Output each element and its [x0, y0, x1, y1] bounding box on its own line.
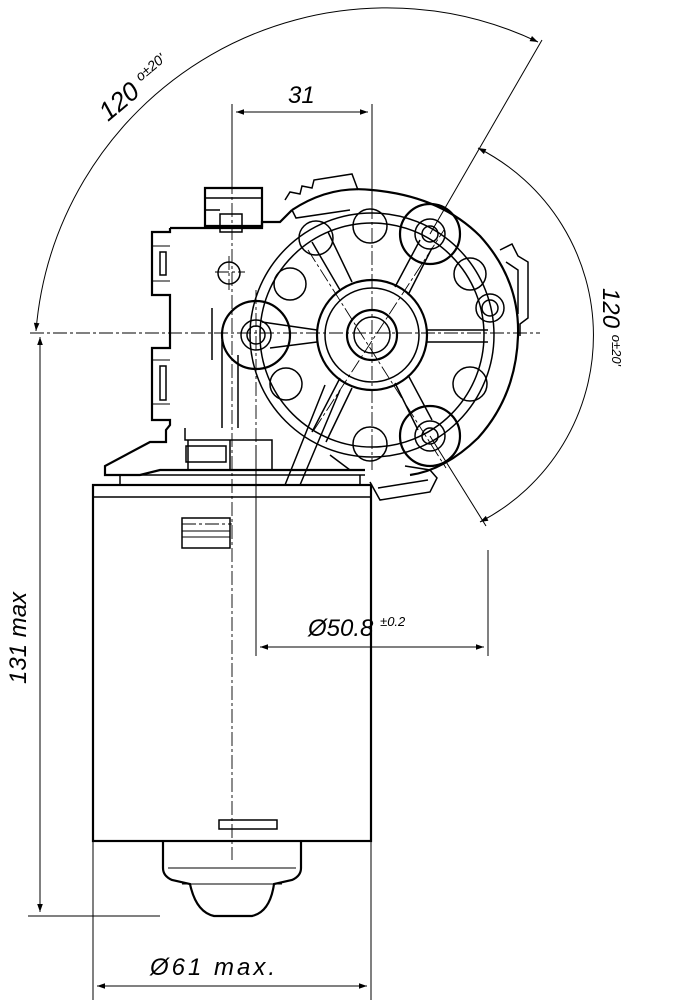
- small-holes: [269, 208, 505, 462]
- mounting-boss-bottom: [398, 404, 462, 468]
- bolt-circle-label: Ø50.8 ±0.2: [307, 614, 406, 642]
- dimension-31-label: 31: [288, 82, 315, 109]
- height-label: 131 max: [5, 591, 32, 684]
- motor-end-cap: [161, 841, 303, 918]
- dimension-height: 131 max: [5, 337, 160, 917]
- dimension-angle-right: 120 o±20': [429, 147, 624, 527]
- center-lines: [30, 180, 540, 860]
- dimension-angle-top: 120 o±20': [33, 7, 543, 332]
- gear-housing: [249, 173, 529, 501]
- diameter-max-label: Ø61 max.: [149, 954, 278, 981]
- angle-right-label: 120 o±20': [597, 288, 624, 367]
- angle-top-label: 120 o±20': [93, 49, 178, 127]
- dimension-diameter-max: Ø61 max.: [92, 841, 372, 1000]
- dimension-bolt-circle: Ø50.8 ±0.2: [255, 445, 489, 656]
